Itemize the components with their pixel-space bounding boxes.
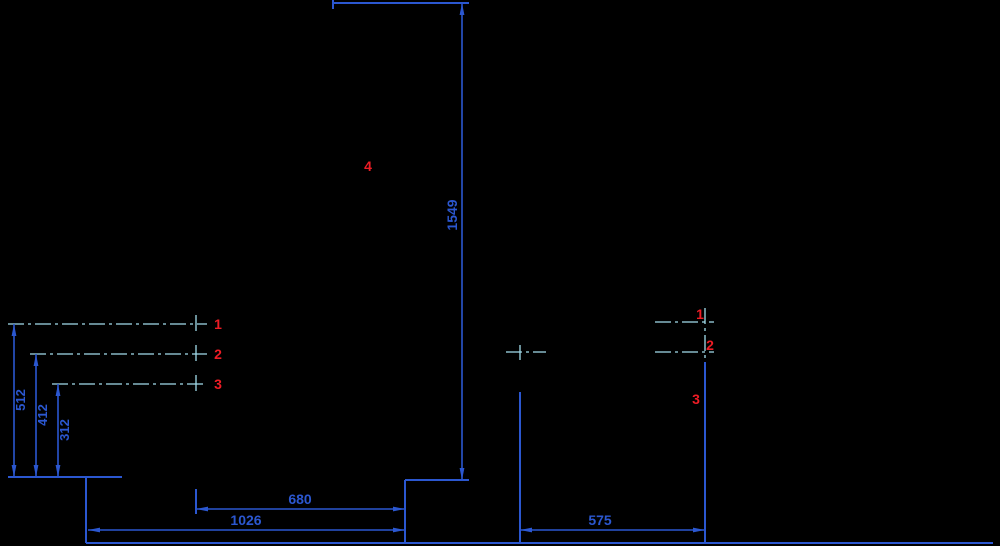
outline-group bbox=[8, 0, 993, 544]
label-depth-680: 680 bbox=[288, 491, 312, 507]
marker-front-2: 2 bbox=[214, 346, 222, 362]
centerlines-group bbox=[8, 308, 714, 393]
dimension-lines-group bbox=[11, 3, 705, 533]
label-depth-1026: 1026 bbox=[230, 512, 261, 528]
label-connection-3-height: 312 bbox=[57, 419, 72, 441]
marker-front-3: 3 bbox=[214, 376, 222, 392]
label-overall-height: 1549 bbox=[444, 199, 460, 230]
label-connection-2-height: 412 bbox=[35, 404, 50, 426]
dimension-labels-group: 1549 512 412 312 680 1026 575 bbox=[13, 199, 612, 528]
marker-side-1: 1 bbox=[696, 306, 704, 322]
marker-side-3: 3 bbox=[692, 391, 700, 407]
marker-front-1: 1 bbox=[214, 316, 222, 332]
marker-front-4: 4 bbox=[364, 158, 372, 174]
label-width-575: 575 bbox=[588, 512, 612, 528]
label-connection-1-height: 512 bbox=[13, 389, 28, 411]
position-markers-group: 1 2 3 4 1 2 3 bbox=[214, 158, 714, 407]
marker-side-2: 2 bbox=[706, 337, 714, 353]
